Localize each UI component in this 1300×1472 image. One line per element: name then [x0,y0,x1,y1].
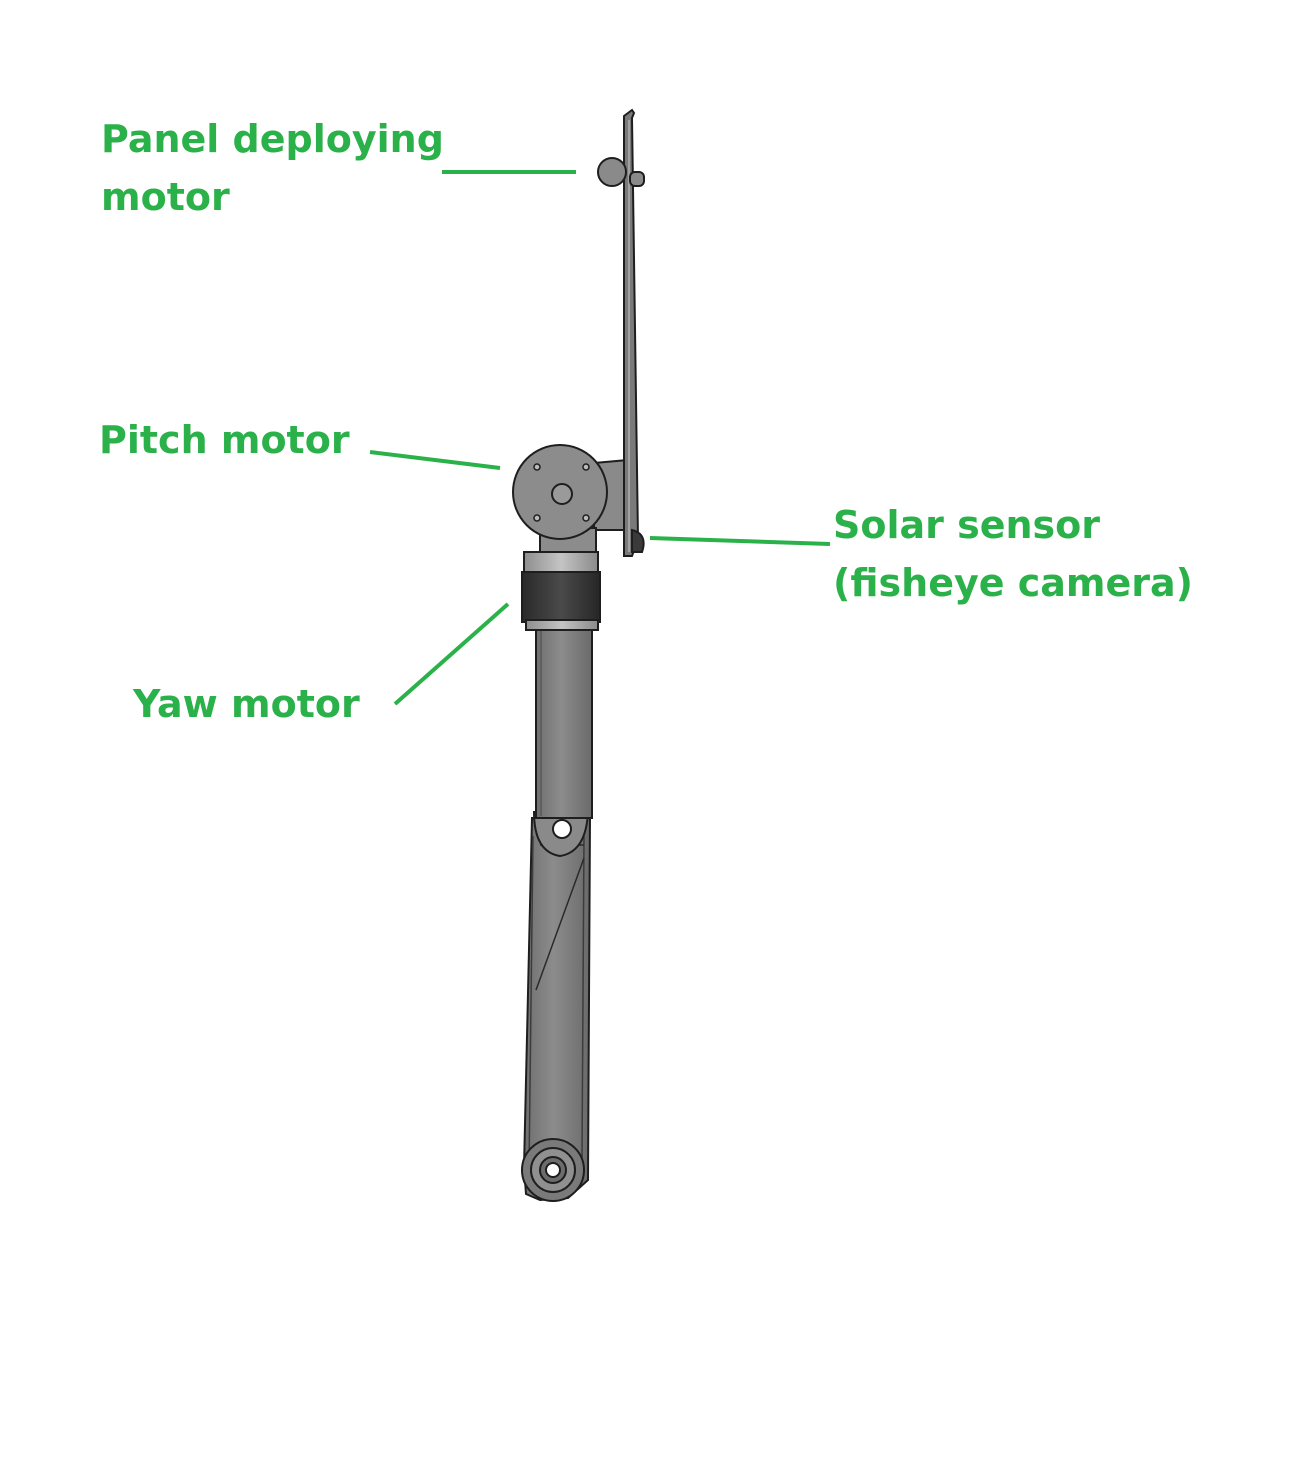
base-joint [521,1138,585,1202]
label-yaw-motor-line-1: Yaw motor [133,682,360,726]
solar-panel [623,108,640,557]
label-panel-deploying-motor: Panel deploying motor [101,110,444,226]
label-panel-deploying-motor-line-2: motor [101,175,230,219]
pitch-motor-leader-line [369,450,501,470]
label-solar-sensor: Solar sensor (fisheye camera) [833,496,1193,612]
label-solar-sensor-line-1: Solar sensor [833,503,1101,547]
solar-sensor-leader-line [649,536,831,546]
label-pitch-motor-line-1: Pitch motor [99,418,350,462]
label-solar-sensor-line-2: (fisheye camera) [833,561,1194,605]
elbow-joint [532,811,590,858]
solar-sensor [631,528,645,553]
label-panel-deploying-motor-line-1: Panel deploying [101,117,444,161]
label-yaw-motor: Yaw motor [133,675,360,733]
upper-arm [535,627,593,819]
yaw-motor [521,551,601,631]
label-pitch-motor: Pitch motor [99,411,350,469]
yaw-motor-leader-line [393,602,510,706]
panel-deploying-motor [597,157,645,187]
pitch-motor [512,444,632,553]
